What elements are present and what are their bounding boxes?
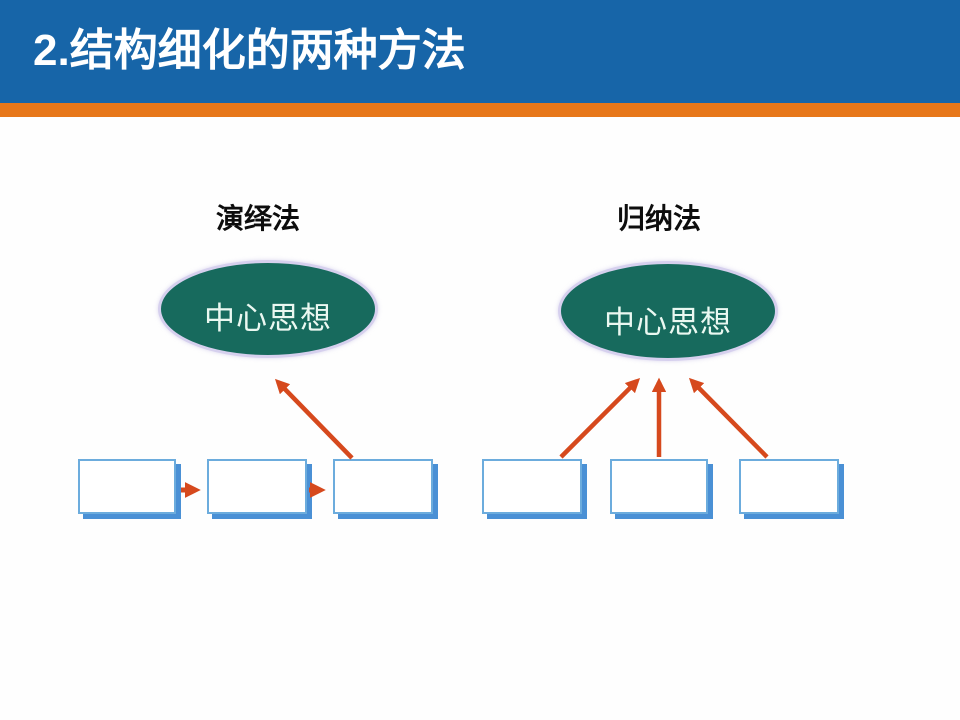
deductive-method-label: 演绎法 — [215, 203, 300, 234]
slide-title: 2.结构细化的两种方法 — [33, 26, 466, 75]
deductive-step-box-1 — [78, 459, 176, 514]
inductive-step-box-2 — [610, 459, 708, 514]
inductive-up-arrow-right-icon — [688, 377, 769, 459]
deductive-central-idea-text: 中心思想 — [204, 300, 332, 336]
inductive-step-box-3 — [739, 459, 839, 514]
deductive-step-box-2 — [207, 459, 307, 514]
deductive-step-box-3 — [333, 459, 433, 514]
inductive-method-label: 归纳法 — [616, 203, 701, 234]
inductive-central-idea-text: 中心思想 — [604, 304, 732, 340]
slide-header: 2.结构细化的两种方法 — [0, 0, 960, 103]
deductive-central-idea-ellipse: 中心思想 — [158, 260, 378, 358]
inductive-central-idea-ellipse: 中心思想 — [558, 261, 778, 361]
inductive-step-box-1 — [482, 459, 582, 514]
header-accent-bar — [0, 103, 960, 117]
deductive-up-arrow-icon — [274, 378, 354, 460]
inductive-up-arrow-left-icon — [559, 377, 641, 459]
